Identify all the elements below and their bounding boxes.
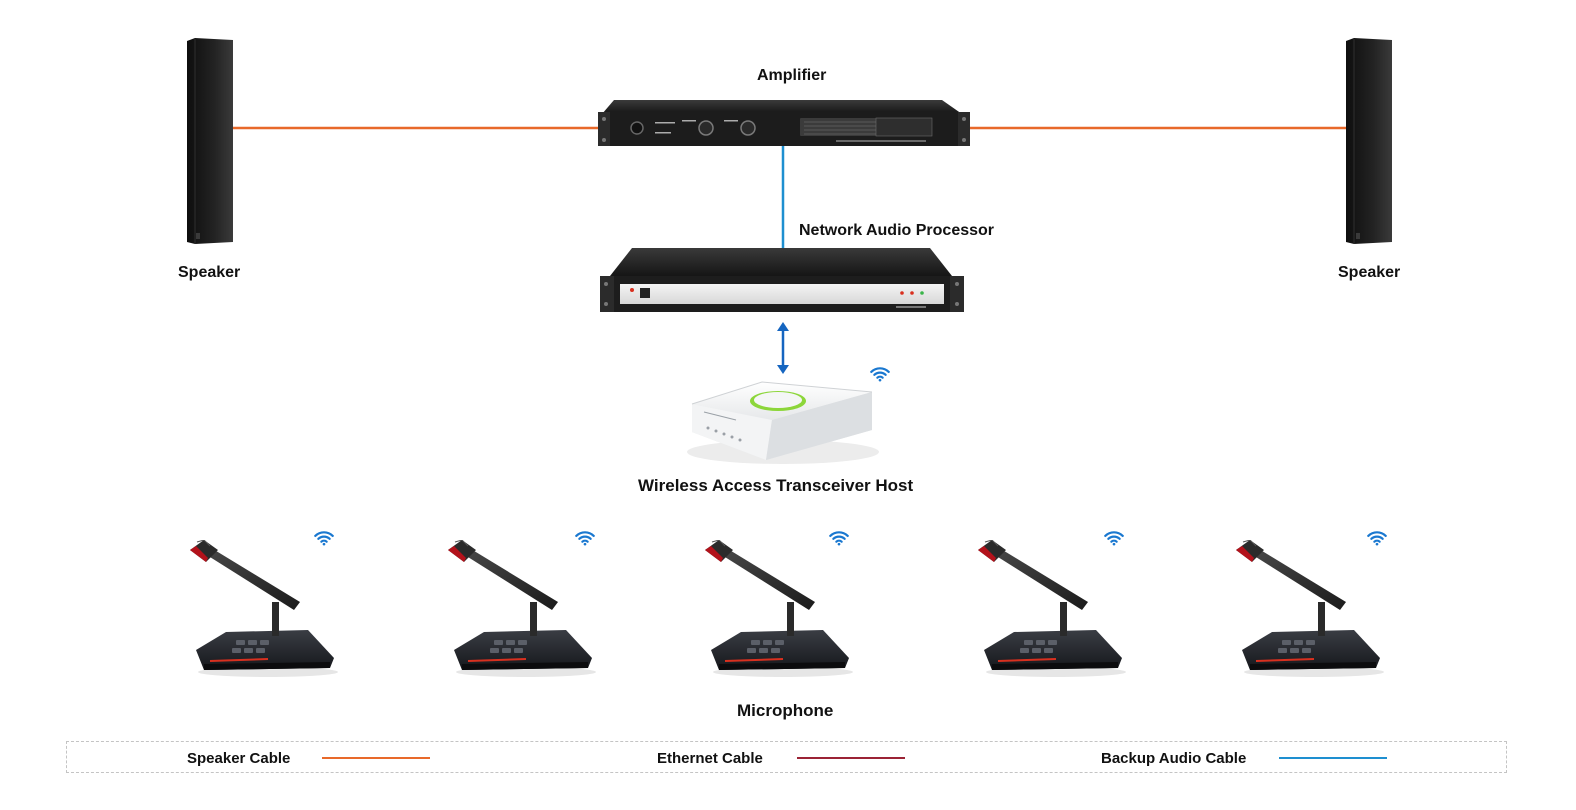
legend: Speaker Cable Ethernet Cable Backup Audi… [66, 741, 1507, 773]
wifi-icon [870, 367, 890, 382]
processor-icon [600, 248, 964, 312]
legend-label: Backup Audio Cable [1101, 749, 1247, 767]
transceiver-icon [687, 381, 879, 464]
speaker-icon [1346, 38, 1392, 244]
microphone-icon [1235, 540, 1384, 678]
wifi-icon [1367, 531, 1387, 546]
wifi-icon [829, 531, 849, 546]
microphone-label: Microphone [737, 701, 834, 720]
processor-label: Network Audio Processor [799, 222, 995, 239]
legend-label: Ethernet Cable [657, 749, 763, 767]
speaker-right-label: Speaker [1338, 264, 1401, 281]
amplifier-icon [598, 100, 970, 146]
microphone-icon [704, 540, 853, 678]
legend-line-backup-audio-cable [1279, 757, 1387, 759]
microphone-icon [447, 540, 596, 678]
microphone-icon [977, 540, 1126, 678]
legend-line-ethernet-cable [797, 757, 905, 759]
legend-item-backup-audio-cable: Backup Audio Cable [1101, 742, 1246, 774]
amplifier-label: Amplifier [757, 67, 827, 84]
speaker-icon [187, 38, 233, 244]
legend-item-ethernet-cable: Ethernet Cable [657, 742, 763, 774]
speaker-left-label: Speaker [178, 264, 241, 281]
wifi-icon [314, 531, 334, 546]
wifi-icon [1104, 531, 1124, 546]
legend-line-speaker-cable [322, 757, 430, 759]
transceiver-label: Wireless Access Transceiver Host [638, 476, 914, 495]
microphone-icon [189, 540, 338, 678]
double-arrow-icon [777, 322, 789, 374]
legend-label: Speaker Cable [187, 749, 291, 767]
legend-item-speaker-cable: Speaker Cable [187, 742, 290, 774]
wifi-icon [575, 531, 595, 546]
